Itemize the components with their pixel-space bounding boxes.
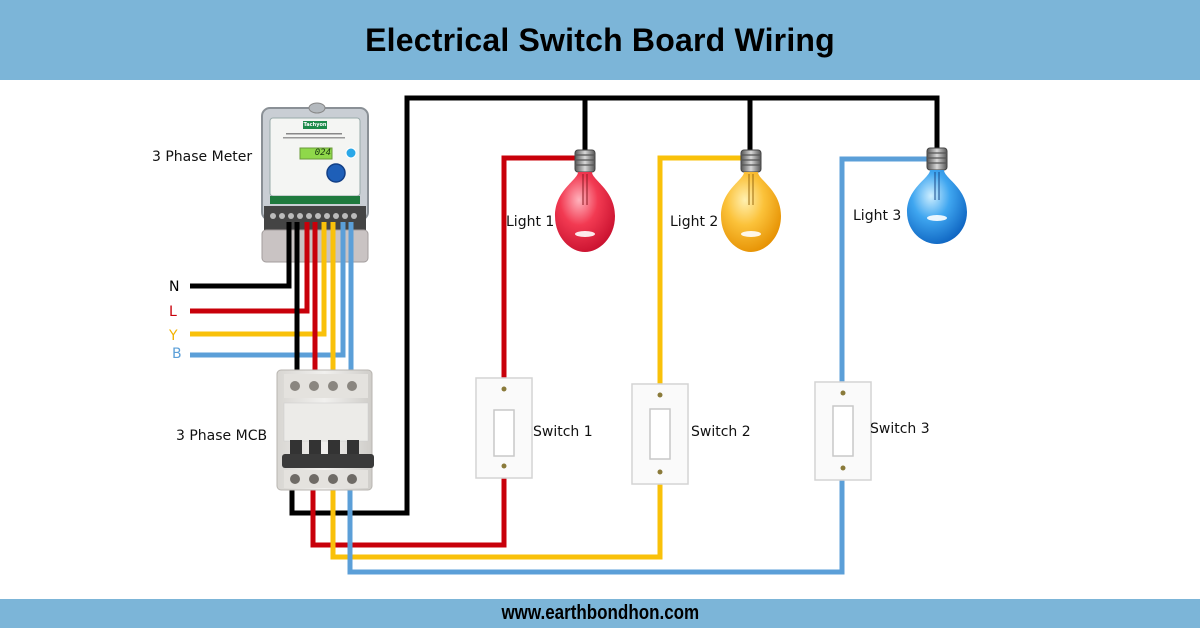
wire-switch1-to-light1 bbox=[501, 155, 580, 380]
switch-1-label: Switch 1 bbox=[533, 424, 593, 440]
three-phase-mcb-icon bbox=[276, 369, 374, 491]
wire-y-to-switch2 bbox=[330, 482, 663, 560]
input-label-l: L bbox=[169, 304, 177, 320]
switch-2-icon bbox=[631, 383, 689, 485]
bulb-1-icon bbox=[555, 149, 615, 252]
light-1-label: Light 1 bbox=[506, 214, 555, 230]
meter-display: 024 bbox=[314, 148, 331, 158]
switch-3-icon bbox=[814, 381, 872, 481]
mcb-label: 3 Phase MCB bbox=[176, 428, 268, 444]
input-label-y: Y bbox=[169, 328, 178, 344]
bulb-3-icon bbox=[907, 147, 967, 244]
switch-3-label: Switch 3 bbox=[870, 421, 930, 437]
switch-2-label: Switch 2 bbox=[691, 424, 751, 440]
wire-neutral-bus bbox=[289, 95, 940, 516]
meter-label: 3 Phase Meter bbox=[152, 149, 253, 165]
switch-1-icon bbox=[475, 377, 533, 479]
wire-switch2-to-light2 bbox=[657, 155, 745, 385]
footer-url: www.earthbondhon.com bbox=[501, 602, 699, 624]
light-2-label: Light 2 bbox=[670, 214, 719, 230]
wire-switch3-to-light3 bbox=[839, 156, 932, 382]
title-banner: Electrical Switch Board Wiring bbox=[0, 0, 1200, 80]
page-title: Electrical Switch Board Wiring bbox=[365, 21, 835, 58]
footer-banner: www.earthbondhon.com bbox=[0, 599, 1200, 628]
wire-l-to-switch1 bbox=[310, 475, 507, 548]
meter-brand: Tachyon bbox=[303, 122, 327, 128]
input-label-b: B bbox=[172, 346, 182, 362]
bulb-2-icon bbox=[721, 149, 781, 252]
light-3-label: Light 3 bbox=[853, 208, 902, 224]
wire-input-b bbox=[190, 225, 346, 358]
wire-b-to-switch3 bbox=[347, 480, 845, 575]
meter-brand-tag bbox=[303, 121, 327, 129]
input-label-n: N bbox=[169, 279, 180, 295]
